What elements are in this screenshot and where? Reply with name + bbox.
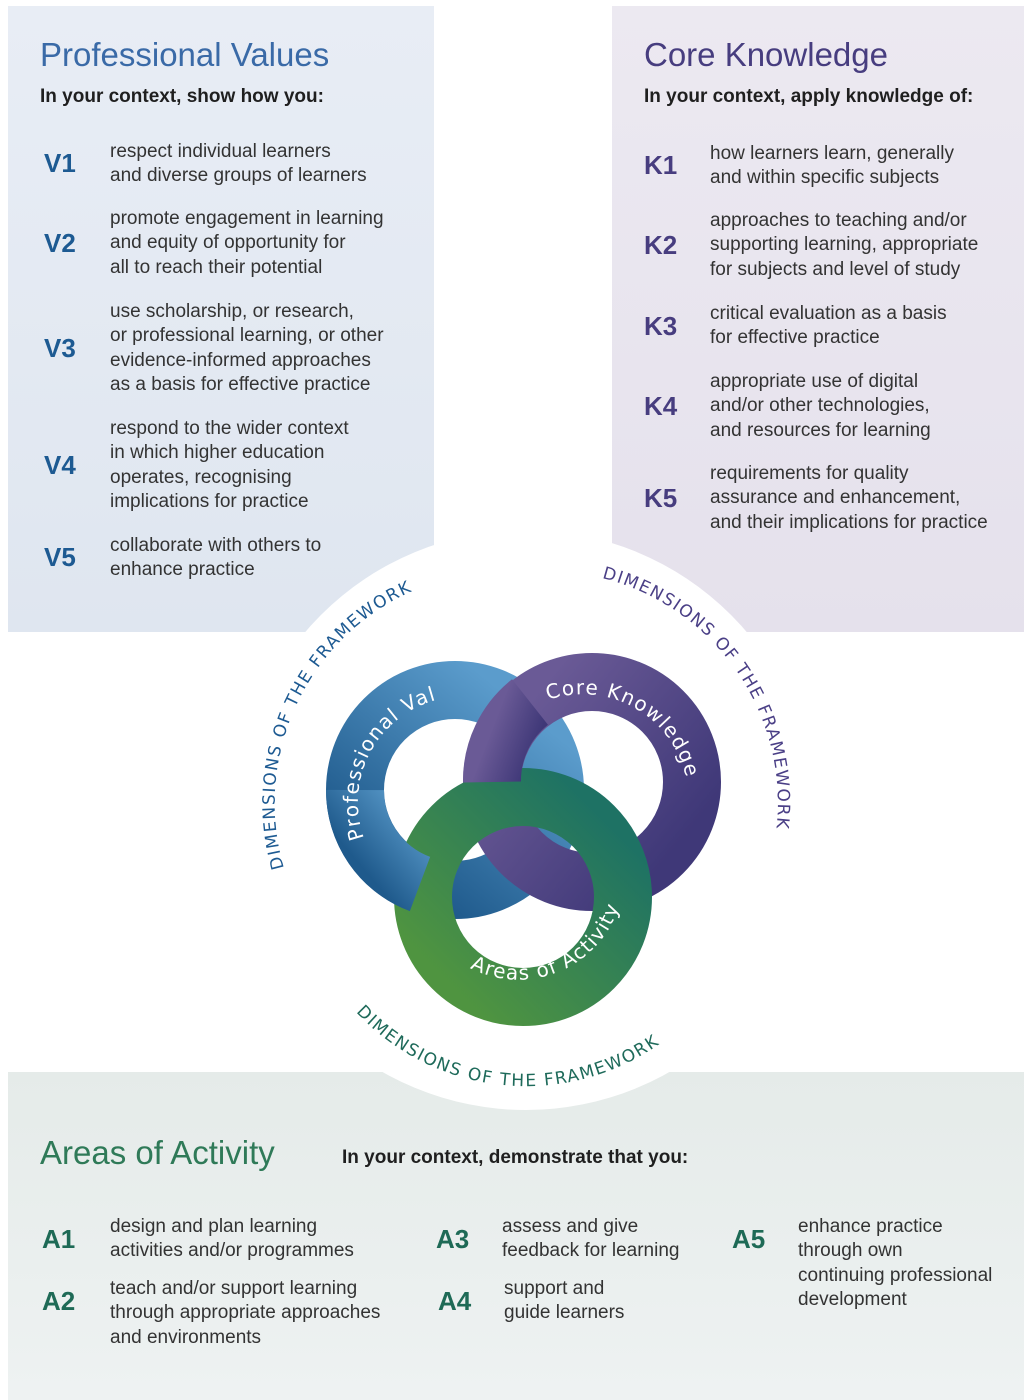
knowledge-code-k3: K3 (644, 311, 678, 341)
value-code-v1: V1 (44, 148, 76, 178)
knowledge-text-k5: requirements for quality assurance and e… (710, 463, 988, 533)
professional-values-panel (8, 6, 434, 632)
value-code-v5: V5 (44, 542, 76, 572)
areas-of-activity-panel (8, 1072, 1024, 1400)
activity-text-a5: enhance practice through own continuing … (798, 1216, 993, 1310)
core-knowledge-title: Core Knowledge (644, 36, 888, 73)
activity-code-a5: A5 (732, 1224, 766, 1254)
professional-values-subtitle: In your context, show how you: (40, 86, 324, 107)
value-code-v2: V2 (44, 228, 76, 258)
activity-text-a3: assess and give feedback for learning (502, 1216, 680, 1262)
value-text-v2: promote engagement in learning and equit… (110, 208, 384, 278)
value-text-v1: respect individual learners and diverse … (110, 141, 367, 187)
activity-code-a3: A3 (436, 1224, 470, 1254)
areas-of-activity-ring (394, 768, 652, 1026)
knowledge-code-k5: K5 (644, 483, 678, 513)
core-knowledge-panel (612, 6, 1024, 632)
values-interlock-segment (325, 789, 432, 912)
knowledge-text-k3: critical evaluation as a basis for effec… (710, 303, 947, 349)
knowledge-text-k4: appropriate use of digital and/or other … (710, 371, 931, 441)
knowledge-code-k2: K2 (644, 230, 678, 260)
value-code-v3: V3 (44, 333, 76, 363)
activity-code-a2: A2 (42, 1286, 76, 1316)
activity-code-a4: A4 (438, 1286, 472, 1316)
value-text-v5: collaborate with others to enhance pract… (110, 535, 322, 581)
activity-code-a1: A1 (42, 1224, 76, 1254)
knowledge-code-k1: K1 (644, 150, 678, 180)
value-code-v4: V4 (44, 450, 76, 480)
professional-values-title: Professional Values (40, 36, 330, 73)
knowledge-interlock-segment (463, 679, 549, 783)
value-text-v3: use scholarship, or research, or profess… (110, 301, 384, 395)
core-knowledge-subtitle: In your context, apply knowledge of: (644, 86, 974, 107)
activity-text-a4: support and guide learners (504, 1278, 625, 1324)
knowledge-code-k4: K4 (644, 391, 678, 421)
activity-text-a2: teach and/or support learning through ap… (110, 1278, 381, 1348)
areas-of-activity-title: Areas of Activity (40, 1134, 275, 1171)
activity-text-a1: design and plan learning activities and/… (110, 1216, 354, 1262)
areas-of-activity-subtitle: In your context, demonstrate that you: (342, 1147, 689, 1168)
knowledge-text-k1: how learners learn, generally and within… (710, 143, 954, 189)
value-text-v4: respond to the wider context in which hi… (110, 418, 349, 512)
knowledge-text-k2: approaches to teaching and/or supporting… (710, 210, 979, 280)
